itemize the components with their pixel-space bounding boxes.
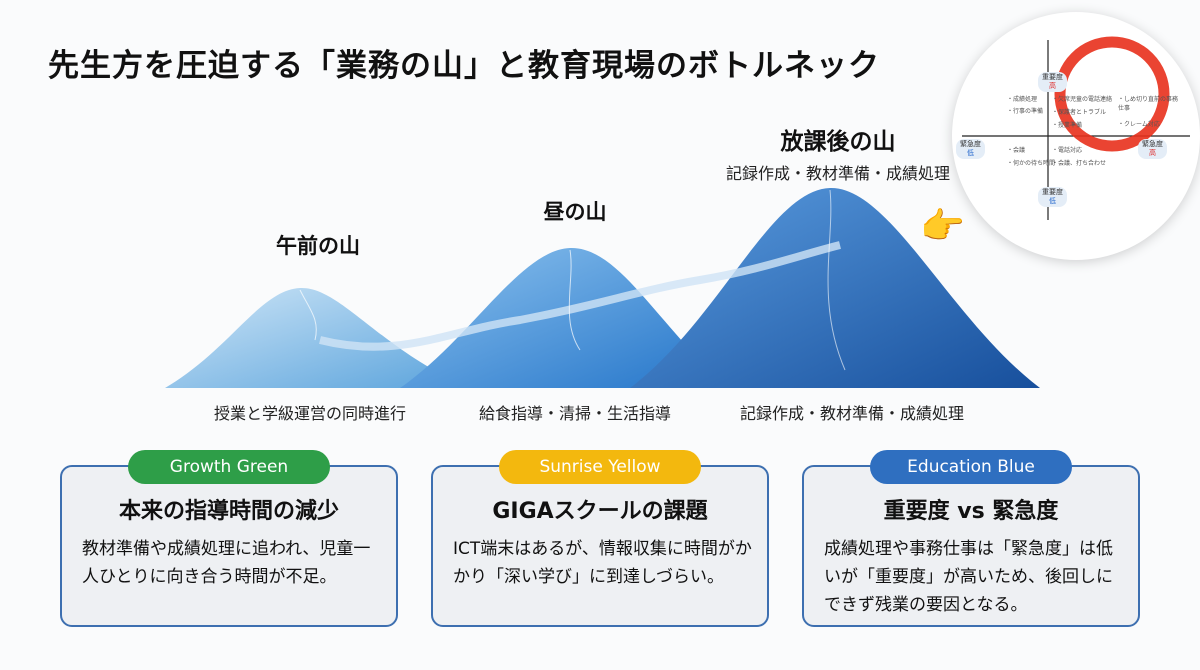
matrix-item: ・しめ切り直前の事務仕事: [1118, 96, 1179, 112]
workflow-stream: [319, 241, 841, 351]
card-heading: GIGAスクールの課題: [492, 499, 708, 524]
noon-caption: 給食指導・清掃・生活指導: [478, 404, 672, 423]
card-education-blue: Education Blue 重要度 vs 緊急度 成績処理や事務仕事は「緊急度…: [802, 450, 1140, 627]
matrix-item: ・会議、打ち合わせ: [1052, 160, 1107, 167]
matrix-item: ・電話対応: [1052, 147, 1083, 154]
axis-top-label: 重要度高: [1038, 72, 1067, 92]
morning-caption: 授業と学級運営の同時進行: [213, 404, 407, 423]
pointing-hand-icon: 👉: [920, 206, 965, 247]
matrix-item: ・欠席児童の電話連絡: [1052, 96, 1113, 103]
noon-mountain: [400, 247, 730, 388]
noon-mountain-label: 昼の山: [543, 200, 607, 224]
matrix-item: ・行事の準備: [1007, 108, 1044, 115]
afterschool-mountain-subtitle: 記録作成・教材準備・成績処理: [725, 164, 951, 183]
card-growth-green: Growth Green 本来の指導時間の減少 教材準備や成績処理に追われ、児童…: [60, 450, 398, 627]
card-heading: 本来の指導時間の減少: [118, 499, 339, 524]
afterschool-caption: 記録作成・教材準備・成績処理: [739, 404, 965, 423]
card-tag: Sunrise Yellow: [499, 450, 701, 484]
card-body: ICT端末はあるが、情報収集に時間がかかり「深い学び」に到達しづらい。: [453, 539, 752, 587]
highlight-circle: [1054, 36, 1170, 152]
matrix-axes: [962, 36, 1190, 220]
matrix-item: ・何かの待ち時間: [1007, 160, 1056, 167]
axis-left-label: 緊急度低: [956, 139, 985, 159]
axis-bottom-label: 重要度低: [1038, 187, 1067, 207]
card-tag: Growth Green: [128, 450, 330, 484]
afterschool-mountain-label: 放課後の山: [780, 129, 896, 155]
morning-mountain: [165, 287, 470, 388]
card-sunrise-yellow: Sunrise Yellow GIGAスクールの課題 ICT端末はあるが、情報収…: [431, 450, 769, 627]
matrix-item: ・会議: [1007, 147, 1026, 154]
axis-right-label: 緊急度高: [1138, 139, 1167, 159]
card-heading: 重要度 vs 緊急度: [883, 499, 1059, 524]
card-tag: Education Blue: [870, 450, 1072, 484]
matrix-item: ・授業準備: [1052, 122, 1083, 129]
morning-mountain-label: 午前の山: [276, 234, 360, 258]
card-body: 成績処理や事務仕事は「緊急度」は低いが「重要度」が高いため、後回しにできず残業の…: [824, 539, 1113, 615]
matrix-item: ・クレーム対応: [1118, 121, 1160, 128]
priority-matrix-inset: 重要度高 重要度低 緊急度低 緊急度高 ・成績処理 ・行事の準備 ・欠席児童の電…: [952, 12, 1200, 260]
matrix-item: ・保護者とトラブル: [1052, 109, 1107, 116]
card-body: 教材準備や成績処理に追われ、児童一人ひとりに向き合う時間が不足。: [82, 539, 371, 587]
page-title: 先生方を圧迫する「業務の山」と教育現場のボトルネック: [48, 48, 880, 84]
matrix-item: ・成績処理: [1007, 96, 1038, 103]
afterschool-mountain: [630, 187, 1040, 388]
